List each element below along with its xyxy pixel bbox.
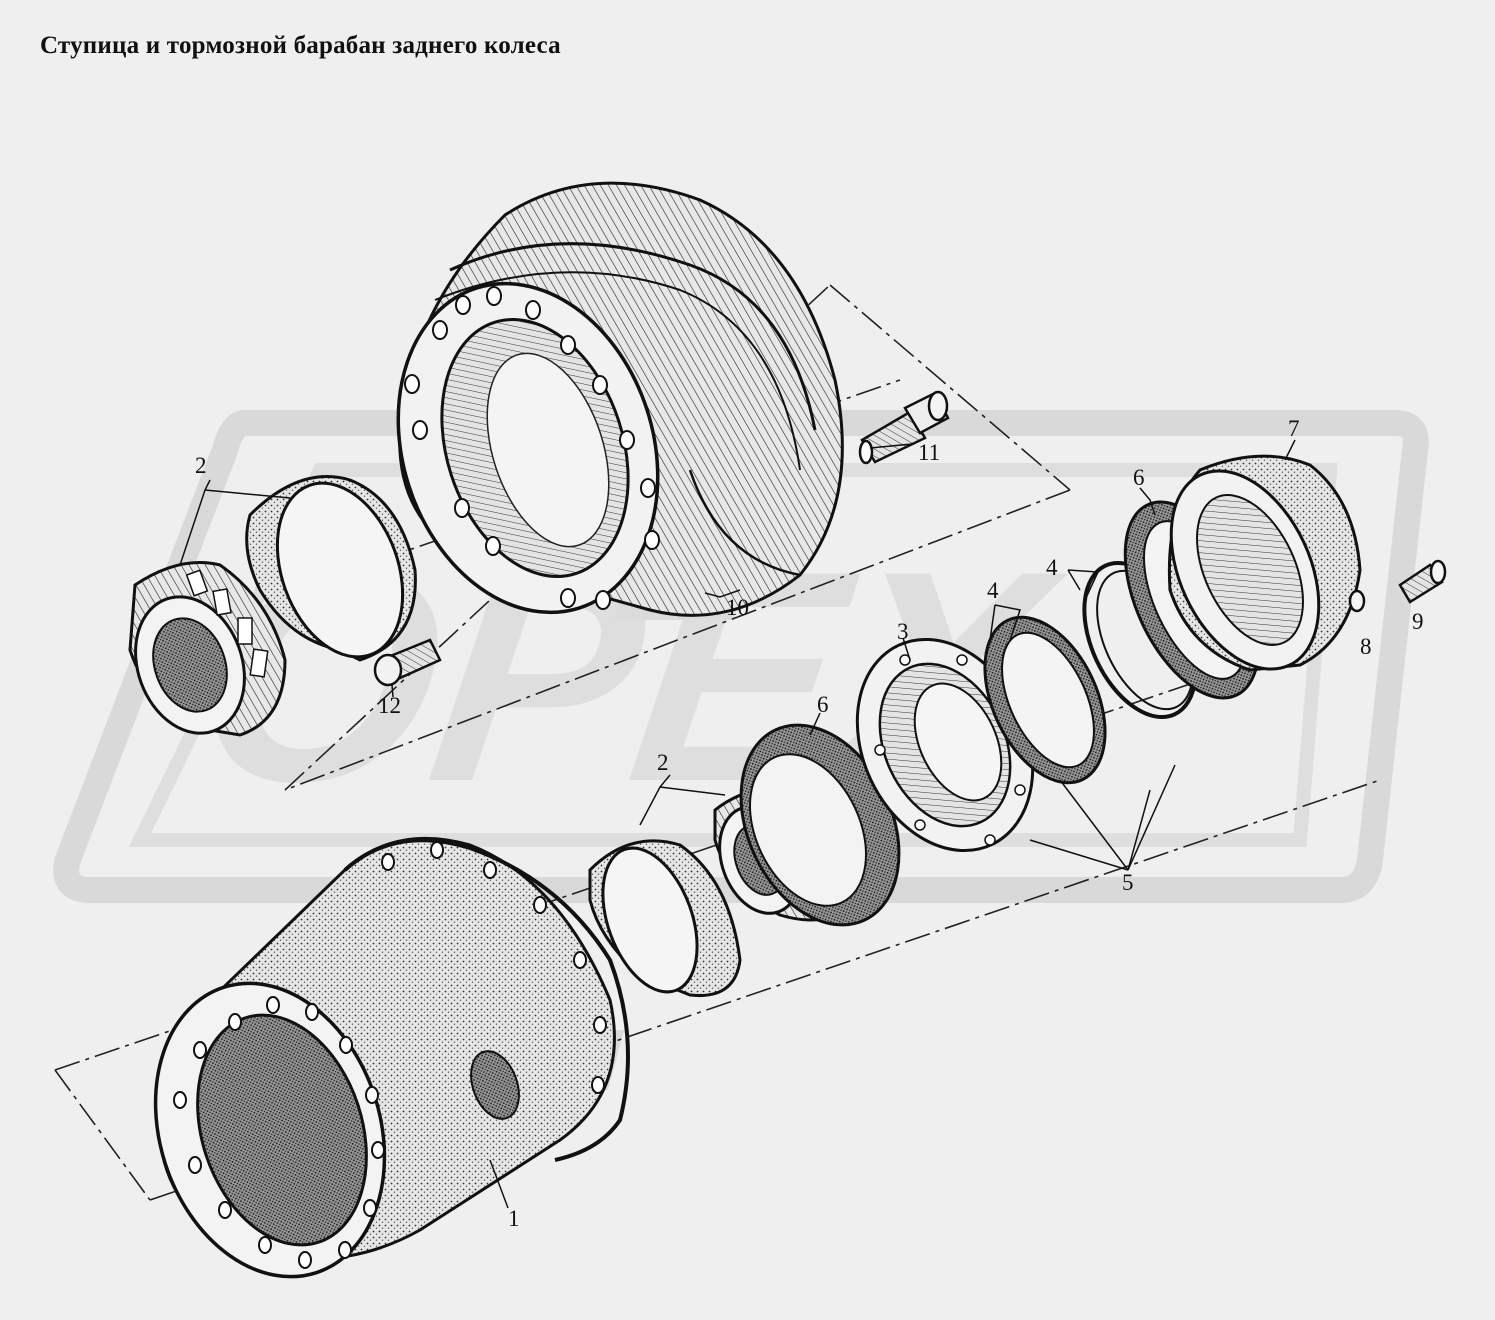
callout-12: 12 — [378, 693, 401, 718]
page-title: Ступица и тормозной барабан заднего коле… — [40, 32, 561, 59]
cap-7 — [1167, 454, 1362, 672]
callout-2-lower: 2 — [657, 750, 669, 775]
callout-4-left: 4 — [987, 578, 999, 603]
rings-4-5 — [983, 560, 1198, 785]
callout-9: 9 — [1412, 609, 1424, 634]
callout-5: 5 — [1122, 870, 1134, 895]
callout-6-upper: 6 — [1133, 465, 1145, 490]
callout-3: 3 — [897, 619, 909, 644]
callout-11: 11 — [918, 440, 940, 465]
callout-2-upper: 2 — [195, 453, 207, 478]
brake-drum — [396, 181, 844, 617]
callout-4-right: 4 — [1046, 555, 1058, 580]
bolt-11 — [858, 390, 950, 465]
callout-7: 7 — [1288, 416, 1300, 441]
hub — [153, 836, 630, 1279]
bolt-12 — [373, 638, 442, 687]
callout-8: 8 — [1360, 634, 1372, 659]
bearing-upper — [128, 475, 417, 737]
washer-8 — [1348, 589, 1366, 613]
callout-10: 10 — [726, 595, 749, 620]
leader-lines — [179, 439, 1296, 1209]
callout-1: 1 — [508, 1206, 520, 1231]
plug-9 — [1398, 559, 1447, 604]
callout-6-lower: 6 — [817, 692, 829, 717]
callouts: 1 2 2 3 4 4 5 6 6 7 8 9 10 11 12 — [195, 416, 1424, 1231]
